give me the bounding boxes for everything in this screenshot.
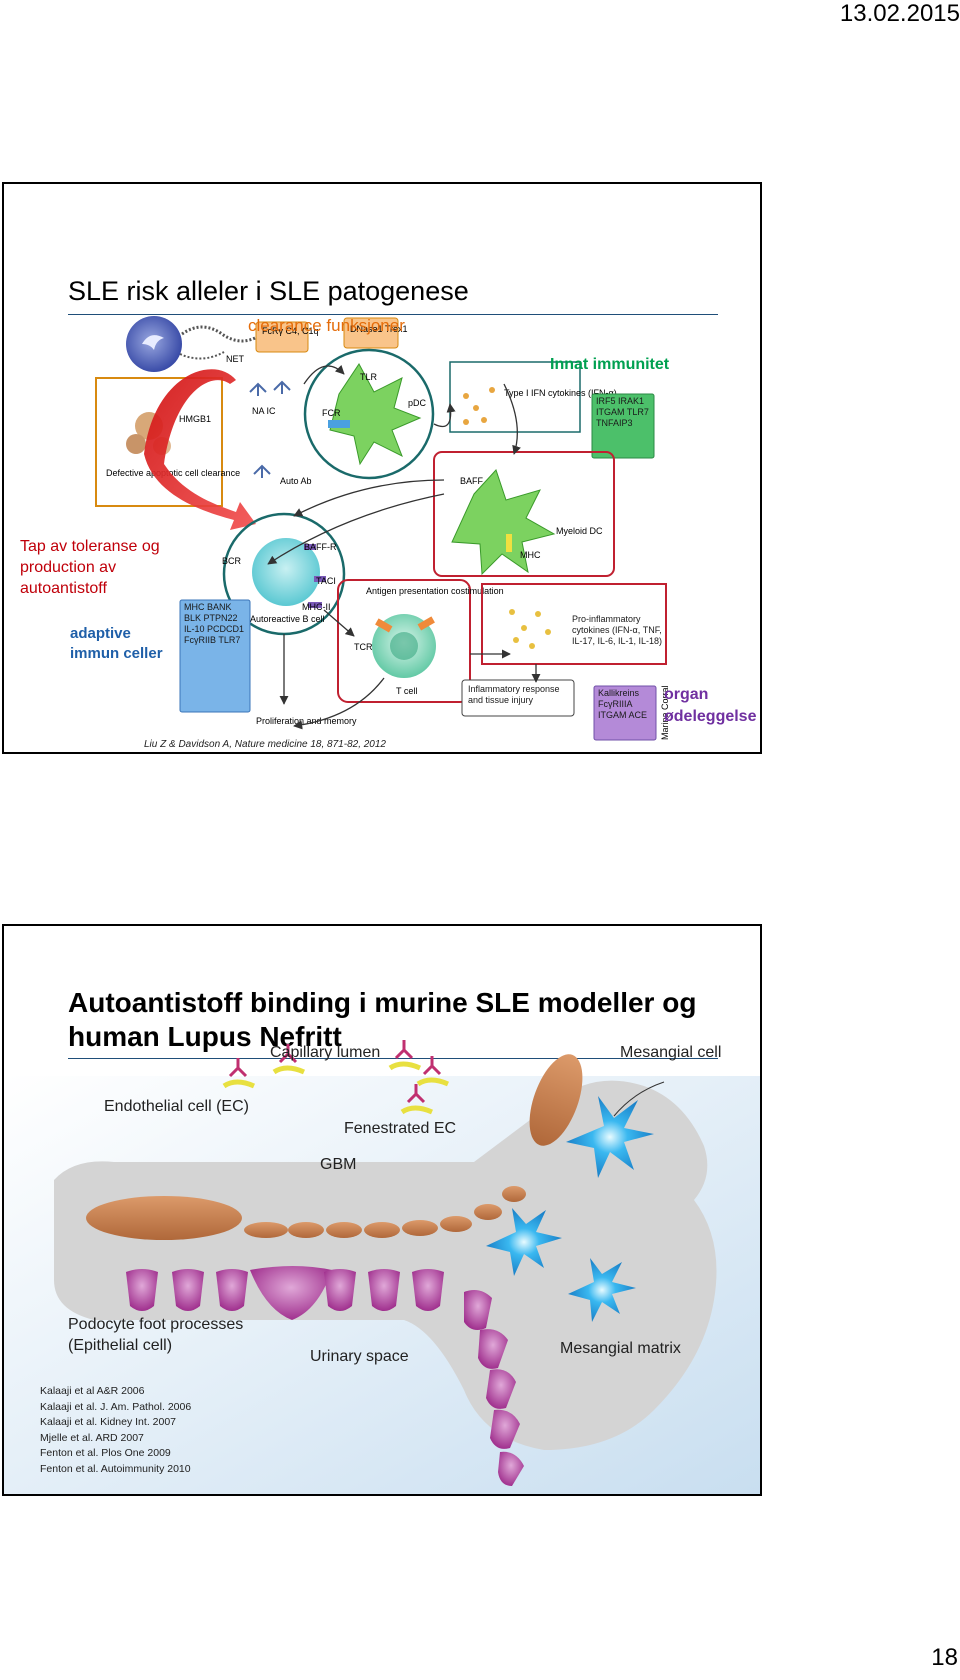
taci-label: TACI <box>316 576 336 586</box>
artist-credit: Marina Corral <box>660 685 670 740</box>
pdc-label: pDC <box>408 398 427 408</box>
mesangial-cell-label: Mesangial cell <box>620 1044 722 1061</box>
slide-sle-risk-alleles: SLE risk alleler i SLE patogenese NET HM… <box>2 182 762 754</box>
reference-item: Mjelle et al. ARD 2007 <box>40 1431 144 1444</box>
ifn-box <box>449 361 581 433</box>
pdc-cell <box>329 363 422 466</box>
innate-immunity-label: Innat immunitet <box>550 356 670 373</box>
reference-item: Kalaaji et al. J. Am. Pathol. 2006 <box>40 1400 192 1413</box>
title-rule <box>68 1058 718 1059</box>
proinflammatory-box <box>481 583 667 665</box>
autoantibodies <box>222 1040 450 1115</box>
mesangial-pointer <box>613 1081 665 1117</box>
autoreactive-bcell <box>252 538 320 606</box>
podocyte-foot-processes <box>126 1266 524 1486</box>
immune-complexes <box>249 380 291 478</box>
net-label: NET <box>226 354 245 364</box>
page-date: 13.02.2015 <box>839 0 960 27</box>
slide-title: Autoantistoff binding i murine SLE model… <box>68 987 697 1052</box>
baffr-label: BAFF-R <box>304 542 337 552</box>
adaptive-genes: MHC BANK BLK PTPN22 IL-10 PCDCD1 FcγRIIB… <box>184 602 245 645</box>
inflammatory-response-box <box>461 679 575 717</box>
glomerulus-figure <box>4 1040 760 1494</box>
fcr-c4-box <box>255 321 309 353</box>
mesangial-cells <box>486 1096 654 1322</box>
cytokine-dots <box>509 609 551 649</box>
defective-label: Defective apoptotic cell clearance <box>106 468 240 478</box>
fcr-label: FCR <box>322 408 341 418</box>
pathway-arrows <box>267 364 541 730</box>
defective-clearance-box <box>95 377 223 507</box>
organ-genes: Kallikreins FcγRIIIA ITGAM ACE <box>598 688 648 720</box>
type1-label: Type I IFN cytokines (IFN-α) <box>504 388 617 398</box>
dnase-box-label: DNase1 Trex1 <box>350 324 408 334</box>
organ-damage-label: organ ødeleggelse <box>664 686 757 725</box>
tolerance-label: Tap av toleranse og production av autoan… <box>20 538 160 597</box>
red-curved-arrow <box>144 369 256 530</box>
fenestrated-ec <box>244 1186 526 1238</box>
podocyte-label: Podocyte foot processes (Epithelial cell… <box>68 1316 244 1354</box>
prolif-label: Proliferation and memory <box>256 716 357 726</box>
reference-item: Kalaaji et al. Kidney Int. 2007 <box>40 1416 177 1428</box>
antigen-label: Antigen presentation costimulation <box>366 586 504 596</box>
neutrophil-cell <box>126 316 182 372</box>
baff-label: BAFF <box>460 476 484 486</box>
slide-autoantibody-binding: Autoantistoff binding i murine SLE model… <box>2 924 762 1496</box>
myeloid-dc-cell <box>451 469 556 576</box>
fenestrated-ec-label: Fenestrated EC <box>344 1120 457 1137</box>
reference-item: Fenton et al. Autoimmunity 2010 <box>40 1462 191 1475</box>
mesangial-matrix-label: Mesangial matrix <box>560 1340 681 1357</box>
mhcii-label: MHC-II <box>302 602 331 612</box>
adaptive-genes-box <box>179 599 251 713</box>
capillary-lumen-label: Capillary lumen <box>270 1044 381 1061</box>
reference-item: Fenton et al. Plos One 2009 <box>40 1447 171 1459</box>
mhc-receptor <box>506 534 512 552</box>
tcell-label: T cell <box>396 686 417 696</box>
innate-genes-box <box>591 393 655 459</box>
myeloid-label: Myeloid DC <box>556 526 603 536</box>
sle-pathogenesis-figure: NET HMGB1 Defective apoptotic cell clear… <box>95 316 670 741</box>
hmgb1-label: HMGB1 <box>179 414 211 424</box>
autoreactive-label: Autoreactive B cell <box>250 614 325 624</box>
auto-ab-label: Auto Ab <box>280 476 312 486</box>
endothelial-cell-label: Endothelial cell (EC) <box>104 1098 249 1115</box>
adaptive-immune-label: adaptive immun celler <box>70 625 163 662</box>
pdc-circle <box>303 348 435 480</box>
na-ic-label: NA IC <box>252 406 276 416</box>
citation: Liu Z & Davidson A, Nature medicine 18, … <box>144 739 386 750</box>
page-number: 18 <box>931 1644 958 1671</box>
urinary-space-label: Urinary space <box>310 1348 409 1365</box>
inflam-resp-label: Inflammatory response and tissue injury <box>468 684 560 705</box>
innate-genes: IRF5 IRAK1 ITGAM TLR7 TNFAIP3 <box>596 396 649 428</box>
fcr-box-label: FcRγ C4, C1q <box>262 326 319 336</box>
basement-membrane <box>54 1080 717 1450</box>
upper-endothelial-cell <box>529 1054 583 1146</box>
tcr-label: TCR <box>354 642 373 652</box>
bcr-label: BCR <box>222 556 242 566</box>
ifn-dots <box>463 387 495 425</box>
proinflam-label: Pro-inflammatory cytokines (IFN-α, TNF, … <box>572 614 663 646</box>
gbm-label: GBM <box>320 1156 357 1173</box>
slide-title: SLE risk alleler i SLE patogenese <box>68 276 469 306</box>
reference-item: Kalaaji et al A&R 2006 <box>40 1385 145 1397</box>
clearance-label: clearance funksjoner <box>248 316 405 335</box>
tcell-box <box>337 579 471 703</box>
references: Kalaaji et al A&R 2006 Kalaaji et al. J.… <box>40 1384 191 1477</box>
myeloid-dc-box <box>433 451 615 577</box>
dnase-box <box>343 317 399 349</box>
fcr-receptor <box>328 420 350 428</box>
endothelial-cell <box>86 1196 242 1240</box>
mhc-label: MHC <box>520 550 541 560</box>
tlr-label: TLR <box>360 372 378 382</box>
organ-genes-box <box>593 685 657 741</box>
title-rule <box>68 314 718 315</box>
